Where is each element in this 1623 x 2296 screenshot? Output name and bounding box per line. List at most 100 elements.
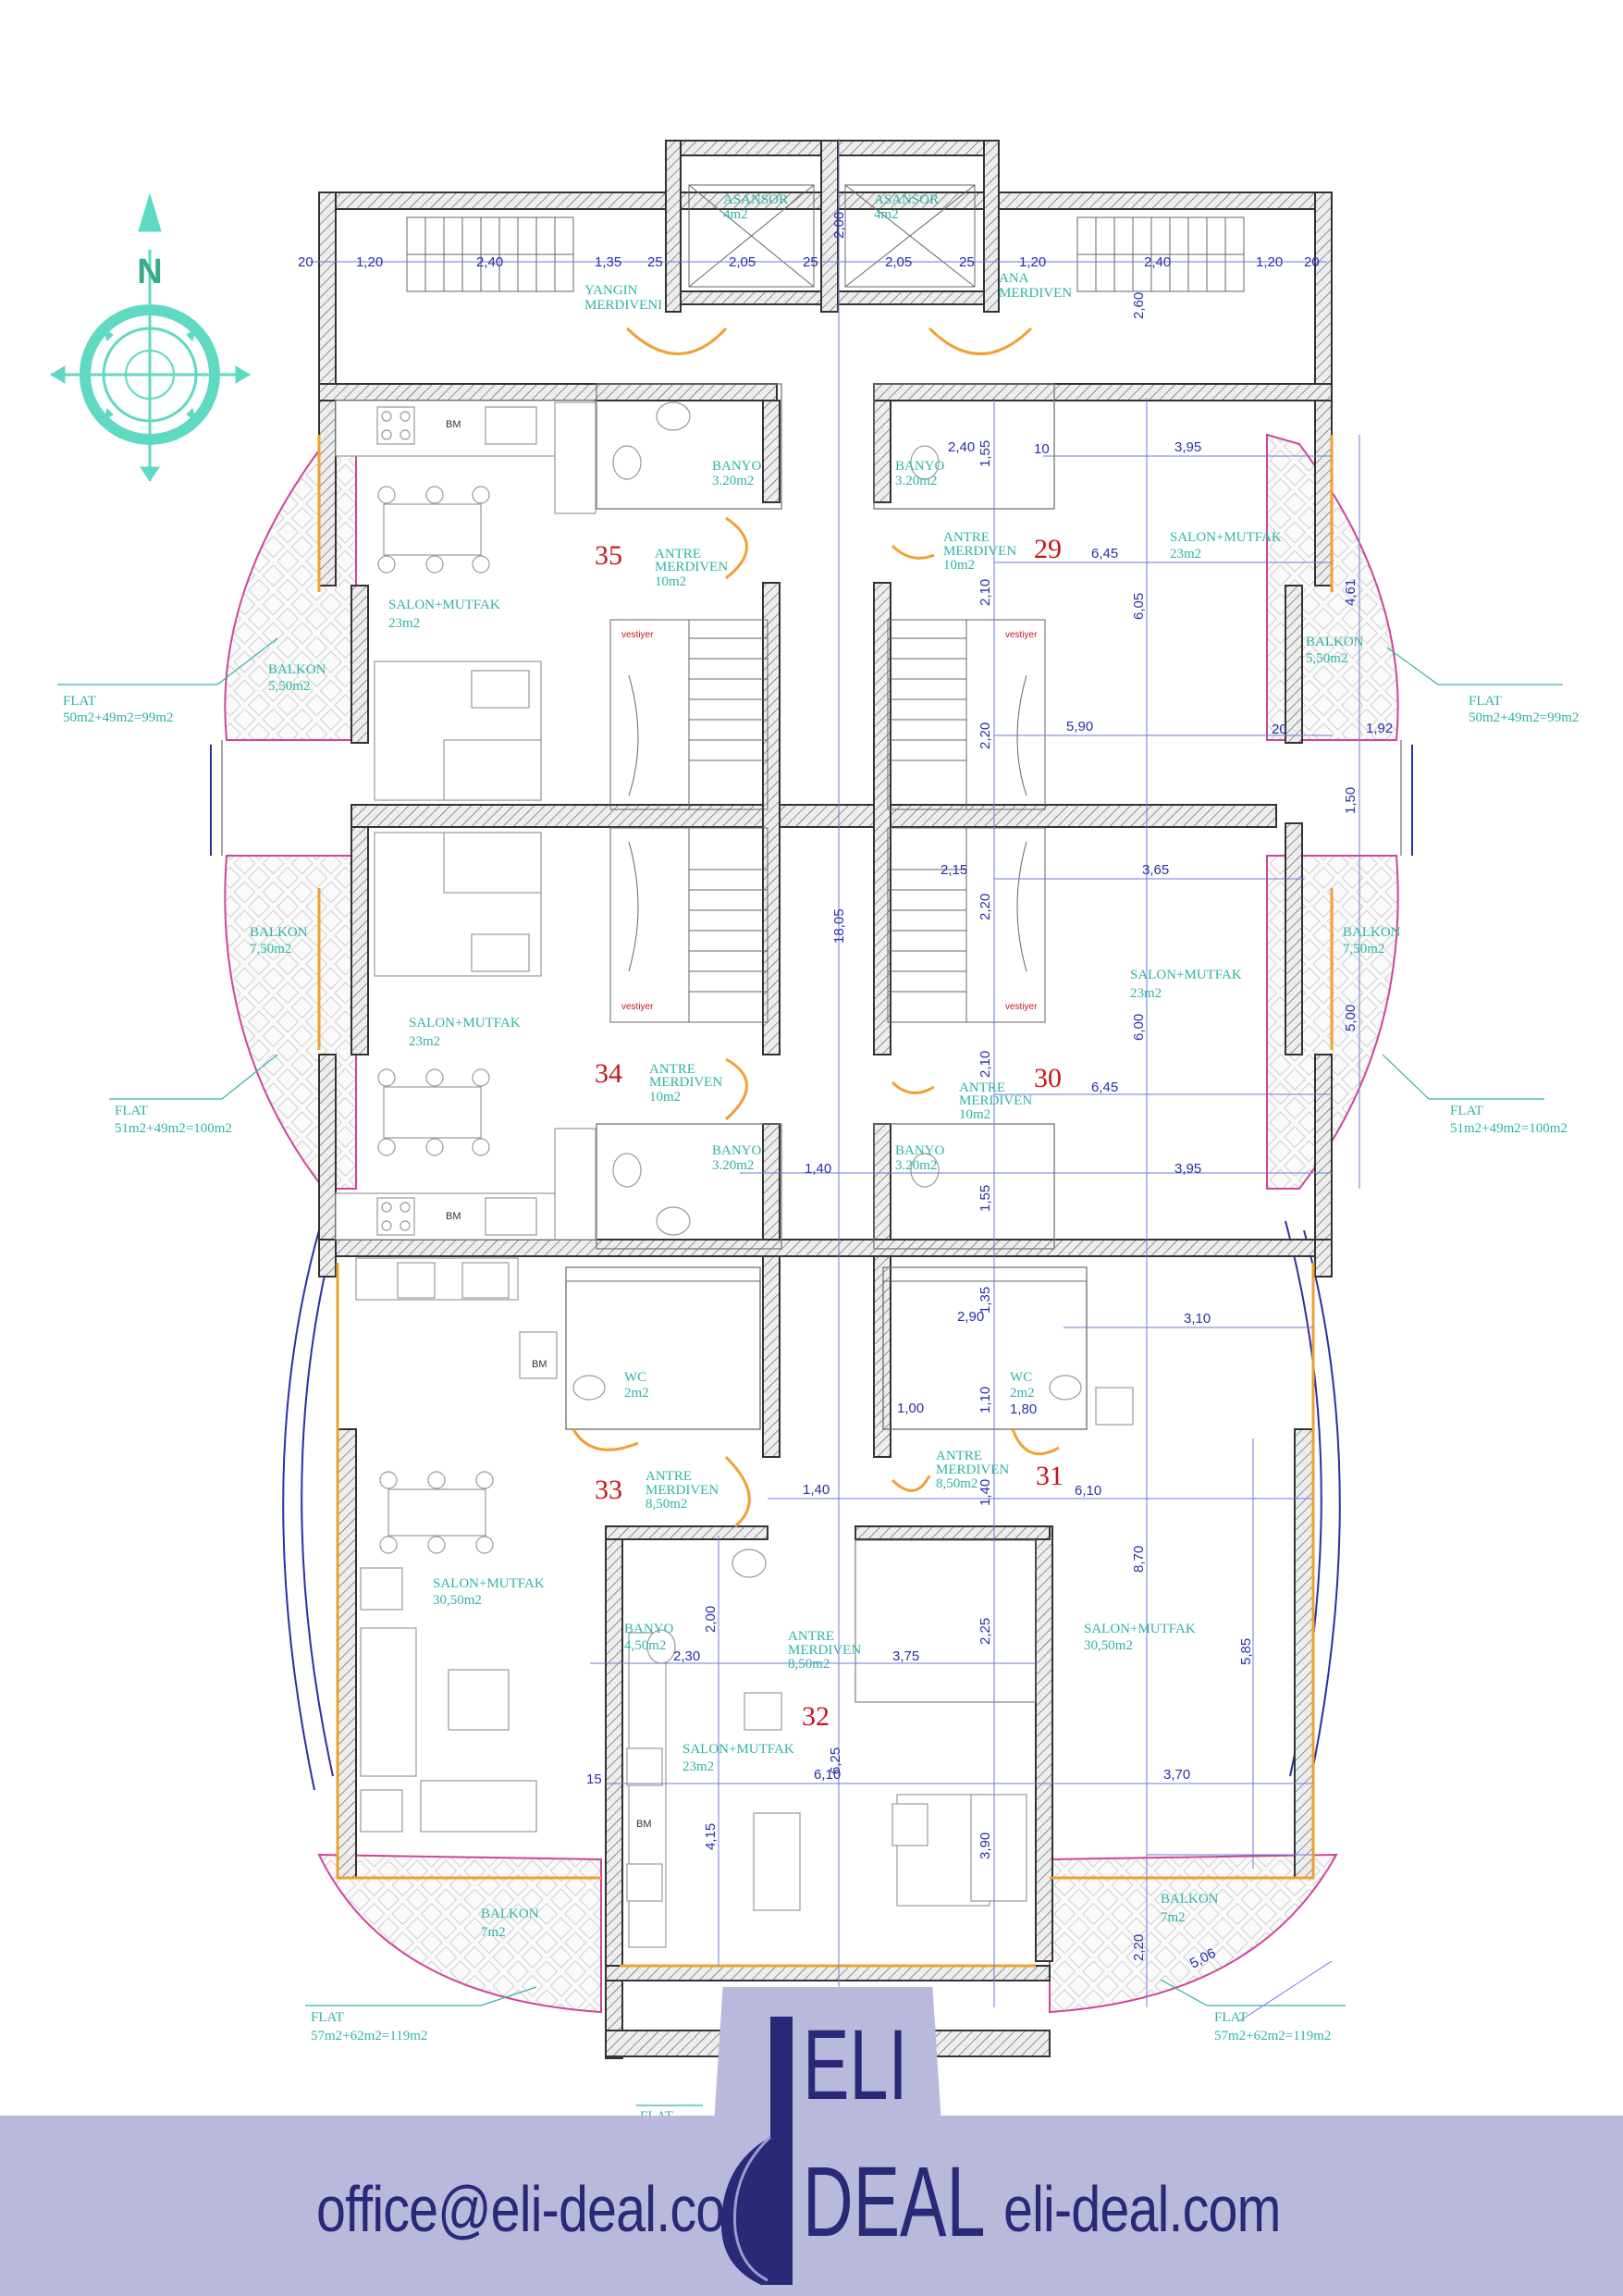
furniture bbox=[335, 400, 1134, 1948]
dim-text: 5,90 bbox=[1066, 719, 1093, 734]
entry-label-2: MERDIVEN bbox=[943, 544, 1016, 559]
washer-label: BM bbox=[532, 1359, 547, 1370]
unit-number: 31 bbox=[1036, 1461, 1064, 1491]
balcony-area: 5,50m2 bbox=[1306, 651, 1347, 666]
unit-number: 33 bbox=[595, 1475, 622, 1505]
website-link[interactable]: eli-deal.com bbox=[1003, 2173, 1281, 2245]
closet-label: vestiyer bbox=[1005, 630, 1038, 640]
core-labels: ASANSOR 4m2 ASANSOR 4m2 YANGIN MERDIVENI… bbox=[584, 192, 1072, 313]
dim-text: 1,40 bbox=[977, 1479, 993, 1506]
dim-text: 1,92 bbox=[1366, 721, 1393, 736]
dim-text: 1,40 bbox=[803, 1482, 830, 1498]
flat-label: FLAT bbox=[1469, 694, 1502, 709]
entry-area: 8,50m2 bbox=[788, 1657, 830, 1672]
wc-label: WC bbox=[624, 1370, 646, 1385]
balcony-label: BALKON bbox=[1306, 635, 1364, 649]
dim-text: 1,55 bbox=[977, 1185, 993, 1212]
washer-label: BM bbox=[446, 1211, 461, 1222]
bay-curves bbox=[210, 745, 1413, 1791]
entry-label-2: MERDIVEN bbox=[936, 1463, 1009, 1477]
entry-label-2: MERDIVEN bbox=[788, 1643, 861, 1658]
flat-label: FLAT bbox=[311, 2010, 344, 2025]
dim-text: 2,20 bbox=[977, 722, 993, 749]
dim-text: 3,95 bbox=[1174, 1161, 1201, 1177]
logo-text-eli: ELI bbox=[803, 2008, 908, 2120]
unit-35: 35 SALON+MUTFAK 23m2 BANYO 3.20m2 ANTRE … bbox=[57, 459, 762, 725]
flat-label: FLAT bbox=[1450, 1104, 1483, 1118]
compass-north-label: N bbox=[137, 253, 162, 291]
entry-label-2: MERDIVEN bbox=[959, 1093, 1032, 1108]
living-area: 23m2 bbox=[409, 1034, 440, 1049]
email-link[interactable]: office@eli-deal.com bbox=[316, 2173, 768, 2245]
dim-text: 2,90 bbox=[957, 1309, 984, 1325]
fixture-labels: BM BM BM BM vestiyer vestiyer vestiyer v… bbox=[446, 419, 1038, 1830]
balcony-label: BALKON bbox=[1343, 925, 1401, 940]
dim-text: 2,40 bbox=[1144, 254, 1171, 270]
dim-text: 6,00 bbox=[1131, 1014, 1147, 1041]
wc-area: 2m2 bbox=[1010, 1386, 1035, 1401]
living-label: SALON+MUTFAK bbox=[388, 598, 500, 612]
balcony-area: 7m2 bbox=[1161, 1910, 1186, 1925]
living-area: 23m2 bbox=[1130, 986, 1162, 1001]
balcony-label: BALKON bbox=[268, 662, 326, 677]
dim-text: 2,00 bbox=[831, 212, 847, 239]
elevator-left-area: 4m2 bbox=[723, 207, 748, 222]
dim-text: 6,05 bbox=[1131, 593, 1147, 620]
living-area: 30,50m2 bbox=[433, 1593, 482, 1608]
unit-30: 30 SALON+MUTFAK 23m2 BANYO 3.20m2 ANTRE … bbox=[895, 925, 1568, 1173]
dim-text: 1,35 bbox=[595, 254, 621, 270]
dimensions-top: 20 1,20 2,40 1,35 25 2,05 25 2,05 25 1,2… bbox=[298, 254, 1320, 270]
unit-32: 32 SALON+MUTFAK 23m2 BANYO 4,50m2 ANTRE … bbox=[624, 1622, 861, 2124]
unit-number: 34 bbox=[595, 1058, 622, 1089]
dim-text: 25 bbox=[803, 254, 818, 270]
elevator-right-area: 4m2 bbox=[874, 207, 899, 222]
dim-text: 2,25 bbox=[977, 1618, 993, 1645]
dim-text: 2,05 bbox=[885, 254, 912, 270]
dim-text: 2,10 bbox=[977, 1051, 993, 1078]
entry-area: 10m2 bbox=[649, 1090, 681, 1105]
unit-29: 29 SALON+MUTFAK 23m2 BANYO 3.20m2 ANTRE … bbox=[895, 459, 1579, 725]
dim-text: 5,00 bbox=[1343, 1005, 1359, 1031]
dim-text: 5,85 bbox=[1238, 1638, 1254, 1665]
living-label: SALON+MUTFAK bbox=[433, 1576, 545, 1591]
dim-text: 2,05 bbox=[729, 254, 756, 270]
dim-text: 3,65 bbox=[1142, 862, 1169, 878]
dim-text: 2,00 bbox=[703, 1606, 719, 1633]
balcony-area: 7,50m2 bbox=[250, 942, 291, 957]
dim-text: 1,20 bbox=[356, 254, 383, 270]
main-stair-label-1: ANA bbox=[999, 271, 1029, 286]
bath-label: BANYO bbox=[712, 459, 762, 474]
closet-label: vestiyer bbox=[621, 630, 654, 640]
washer-label: BM bbox=[446, 419, 461, 430]
dim-text: 2,60 bbox=[1131, 292, 1147, 319]
entry-label-1: ANTRE bbox=[959, 1080, 1005, 1095]
entry-label-2: MERDIVEN bbox=[649, 1075, 722, 1090]
dim-text: 15 bbox=[586, 1771, 602, 1787]
entry-area: 8,50m2 bbox=[646, 1497, 687, 1512]
dim-text: 25 bbox=[647, 254, 663, 270]
balcony-area: 7m2 bbox=[481, 1925, 506, 1940]
dim-text: 2,30 bbox=[673, 1648, 700, 1664]
dim-text: 6,25 bbox=[828, 1747, 843, 1774]
unit-33: 33 SALON+MUTFAK 30,50m2 WC 2m2 ANTRE MER… bbox=[305, 1370, 719, 2043]
living-area: 30,50m2 bbox=[1084, 1638, 1133, 1653]
dim-text: 2,40 bbox=[476, 254, 503, 270]
wc-area: 2m2 bbox=[624, 1386, 649, 1401]
entry-area: 8,50m2 bbox=[936, 1476, 977, 1491]
elevator-right-label: ASANSOR bbox=[874, 192, 939, 207]
bath-area: 3.20m2 bbox=[712, 1158, 754, 1173]
flat-area: 50m2+49m2=99m2 bbox=[63, 710, 173, 725]
bath-label: BANYO bbox=[895, 1143, 945, 1158]
bath-area: 3.20m2 bbox=[712, 474, 754, 488]
entry-label-2: MERDIVEN bbox=[646, 1483, 719, 1498]
dim-text: 3,10 bbox=[1184, 1311, 1211, 1327]
living-label: SALON+MUTFAK bbox=[1130, 968, 1242, 982]
unit-number: 35 bbox=[595, 540, 622, 571]
main-stair-label-2: MERDIVEN bbox=[999, 286, 1072, 301]
entry-label-1: ANTRE bbox=[649, 1062, 695, 1077]
unit-34: 34 SALON+MUTFAK 23m2 BANYO 3.20m2 ANTRE … bbox=[109, 925, 762, 1173]
elevators bbox=[688, 184, 976, 288]
dim-text: 1,80 bbox=[1010, 1401, 1037, 1417]
entry-label-1: ANTRE bbox=[655, 547, 701, 562]
